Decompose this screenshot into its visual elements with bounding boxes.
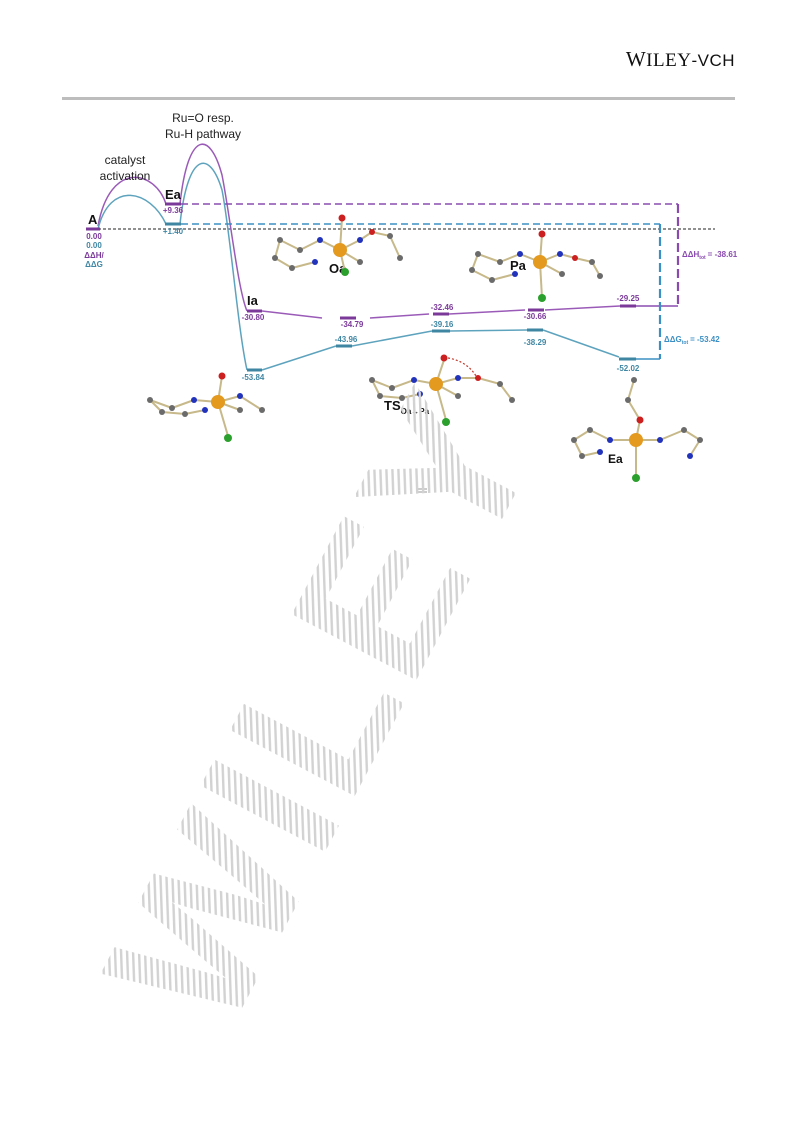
free-energy-total-bracket <box>181 223 662 360</box>
activation-label-line1: catalyst <box>105 153 146 167</box>
state-label-ea: Ea <box>165 187 182 202</box>
value-dg-a: 0.00 <box>86 241 102 250</box>
molecule-pa <box>469 230 603 302</box>
structure-label-ts: TSOa→Pa <box>384 398 430 416</box>
molecule-ts <box>369 354 515 426</box>
activation-label-line2: activation <box>100 169 151 183</box>
state-label-ia: Ia <box>247 293 259 308</box>
watermark-text: WILEY <box>62 354 583 1061</box>
legend-dh: ΔΔH/ <box>84 251 104 260</box>
total-dh-label: ΔΔHtot= -38.61 <box>682 250 738 261</box>
enthalpy-total-bracket <box>181 203 680 307</box>
value-dh-ea: +9.36 <box>163 206 184 215</box>
value-dh-a: 0.00 <box>86 232 102 241</box>
value-dh-ia: -30.80 <box>242 313 265 322</box>
value-dg-pa: -38.29 <box>524 338 547 347</box>
free-energy-profile-line <box>97 162 620 371</box>
structure-label-pa: Pa <box>510 258 527 273</box>
value-dg-oa: -43.96 <box>335 335 358 344</box>
value-dg-ea-final: -52.02 <box>617 364 640 373</box>
enthalpy-levels <box>86 202 636 320</box>
state-label-a: A <box>88 212 98 227</box>
free-energy-levels <box>165 222 636 372</box>
enthalpy-profile-line <box>97 143 621 319</box>
total-dg-label: ΔΔGtot= -53.42 <box>664 335 720 346</box>
molecule-ia <box>147 372 265 442</box>
pathway-label-line2: Ru-H pathway <box>165 127 241 141</box>
value-dh-oa: -34.79 <box>341 320 364 329</box>
value-dg-ia: -53.84 <box>242 373 265 382</box>
value-dh-ea-final: -29.25 <box>617 294 640 303</box>
publisher-logo: WILEY-VCH <box>625 47 735 71</box>
energy-profile-diagram: Ru=O resp. Ru-H pathway catalyst activat… <box>84 111 738 493</box>
value-dh-pa: -30.66 <box>524 312 547 321</box>
value-dg-ts: -39.16 <box>431 320 454 329</box>
molecule-ea <box>571 377 703 482</box>
value-dg-ea: +1.40 <box>163 227 184 236</box>
structure-label-ea: Ea <box>608 452 623 466</box>
legend-dg: ΔΔG <box>85 260 103 269</box>
molecule-oa <box>272 214 403 276</box>
header-rule <box>62 97 735 100</box>
pathway-label-line1: Ru=O resp. <box>172 111 234 125</box>
value-dh-ts: -32.46 <box>431 303 454 312</box>
